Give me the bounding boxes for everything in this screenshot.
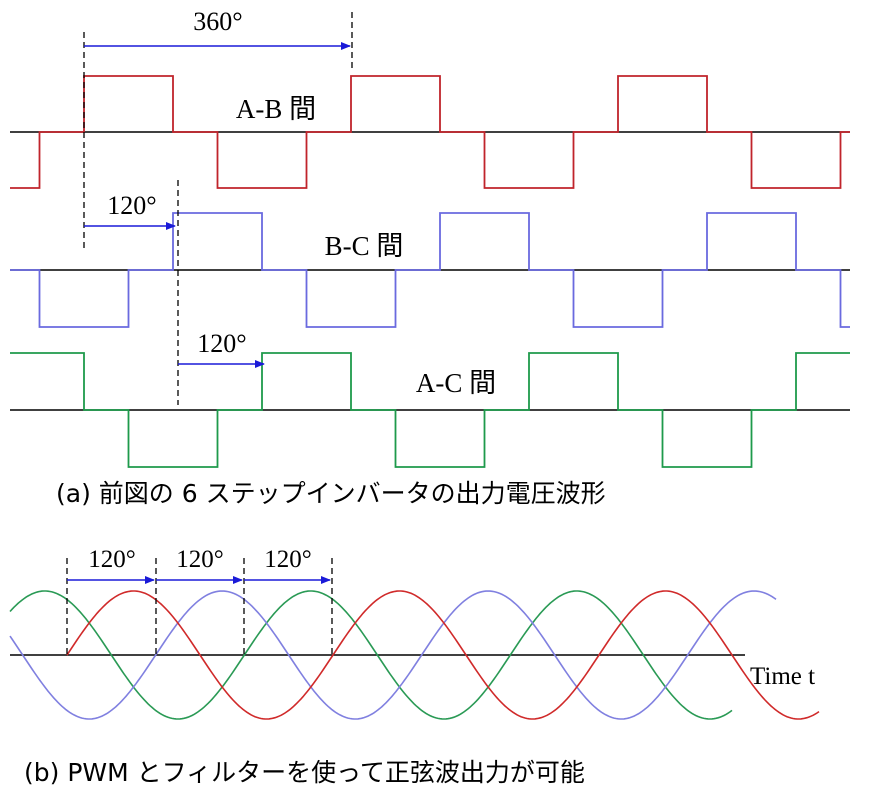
label-b-120-3: 120° bbox=[264, 546, 312, 573]
label-120-ac: 120° bbox=[197, 329, 246, 358]
sine-blue bbox=[9, 590, 777, 720]
sine-red bbox=[66, 590, 820, 720]
waveform-ab bbox=[10, 75, 850, 189]
label-ac: A-C 間 bbox=[416, 368, 496, 398]
label-bc: B-C 間 bbox=[325, 231, 404, 261]
label-b-120-2: 120° bbox=[176, 546, 224, 573]
caption-a: (a) 前図の 6 ステップインバータの出力電圧波形 bbox=[56, 479, 606, 508]
sine-green bbox=[9, 590, 733, 720]
label-120-bc: 120° bbox=[107, 191, 156, 220]
label-b-120-1: 120° bbox=[88, 546, 136, 573]
waveform-ac bbox=[10, 352, 850, 468]
waveform-bc bbox=[10, 212, 850, 328]
panel-b: 120° 120° 120° Time t (b) PWM とフィルターを使って… bbox=[9, 546, 820, 787]
axis-label-time: Time t bbox=[750, 663, 815, 690]
label-ab: A-B 間 bbox=[236, 94, 316, 124]
label-360: 360° bbox=[193, 7, 242, 36]
panel-a: 360° 120° 120° A-B 間 B-C 間 A-C 間 (a) 前図の… bbox=[10, 7, 850, 508]
caption-b: (b) PWM とフィルターを使って正弦波出力が可能 bbox=[24, 758, 585, 787]
